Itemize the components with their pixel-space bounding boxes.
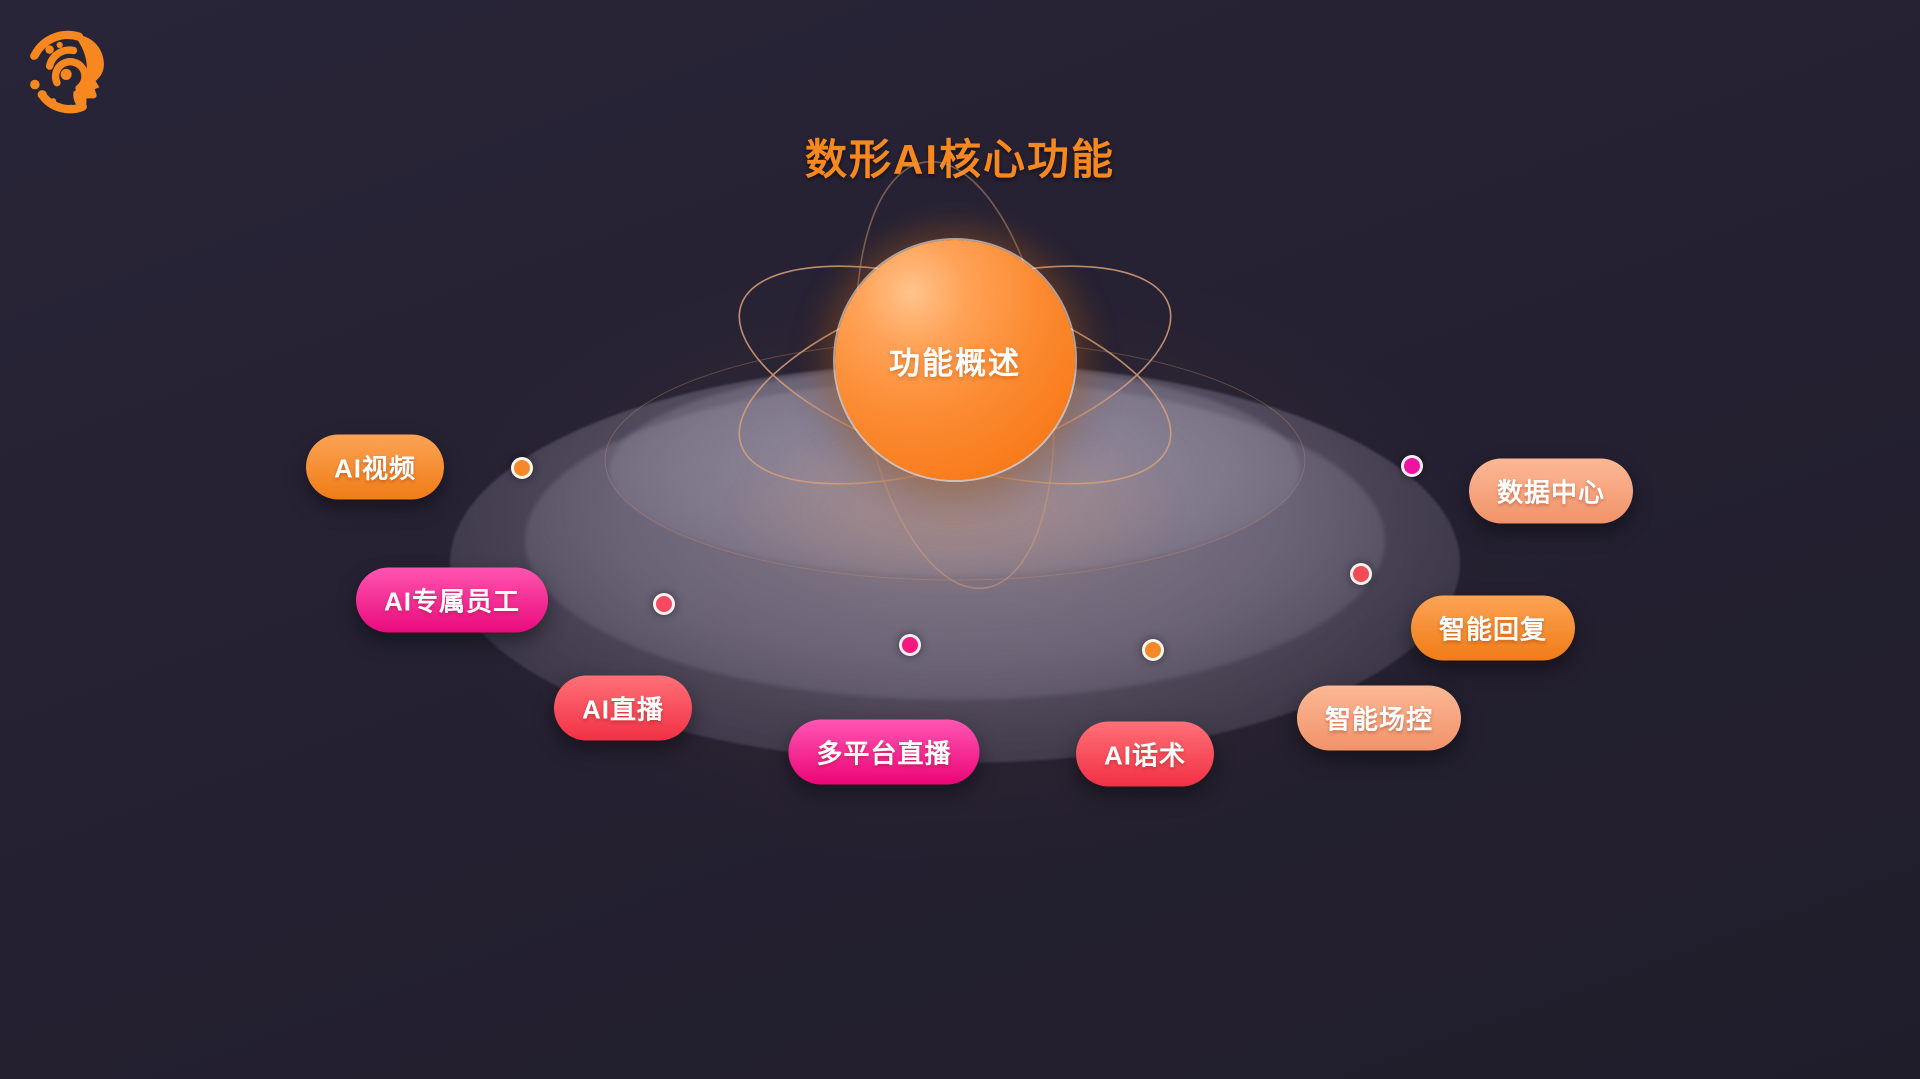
feature-pill-1[interactable]: AI专属员工 [355,567,549,633]
feature-pill-6[interactable]: 智能回复 [1410,595,1576,661]
feature-pill-3[interactable]: 多平台直播 [788,719,980,785]
feature-pill-7[interactable]: 数据中心 [1468,458,1634,524]
core-node[interactable]: 功能概述 [835,240,1075,480]
connector-dot-6[interactable] [1350,563,1372,585]
feature-pill-label: AI直播 [581,694,665,725]
feature-pill-label: AI专属员工 [383,586,521,617]
feature-pill-label: 数据中心 [1496,477,1606,508]
connector-dot-4[interactable] [1142,639,1164,661]
feature-pill-4[interactable]: AI话术 [1075,721,1215,787]
feature-pill-0[interactable]: AI视频 [305,434,445,500]
core-node-label: 功能概述 [889,345,1021,381]
feature-pill-label: AI视频 [333,453,417,484]
feature-pill-5[interactable]: 智能场控 [1296,685,1462,751]
connector-dot-3[interactable] [899,634,921,656]
connector-dot-1[interactable] [653,593,675,615]
feature-pill-label: 智能场控 [1324,704,1434,735]
connector-dot-0[interactable] [511,457,533,479]
feature-pill-2[interactable]: AI直播 [553,675,693,741]
ai-head-logo-icon [22,22,114,114]
feature-pill-label: 智能回复 [1438,614,1548,645]
feature-pill-label: AI话术 [1103,740,1187,771]
ai-head-logo-svg [30,30,104,114]
connector-dot-7[interactable] [1401,455,1423,477]
feature-pill-label: 多平台直播 [816,738,952,769]
page-title: 数形AI核心功能 [804,136,1115,183]
